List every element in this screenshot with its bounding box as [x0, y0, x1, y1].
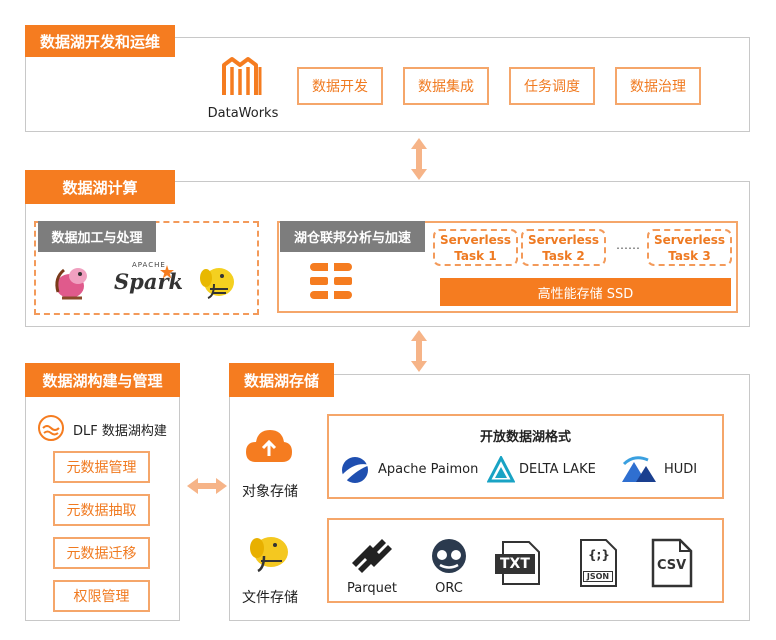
mgmt-item-permissions[interactable]: 权限管理 [53, 580, 150, 612]
orc-icon [432, 539, 466, 573]
dataworks-icon [222, 57, 262, 95]
file-storage-label: 文件存储 [242, 590, 298, 606]
json-label: JSON [583, 571, 613, 582]
json-glyph: {;} [588, 548, 610, 562]
spark-logo: APACHE Spark [108, 261, 184, 301]
file-formats-box [327, 518, 724, 603]
double-arrow-vertical-2 [411, 330, 427, 372]
serverless-task-3[interactable]: Serverless Task 3 [647, 229, 732, 266]
task-ellipsis: …… [616, 238, 640, 252]
file-storage-elephant-icon [250, 537, 288, 573]
serverless-task-1[interactable]: Serverless Task 1 [433, 229, 518, 266]
processing-title: 数据加工与处理 [38, 221, 156, 252]
csv-label: CSV [657, 558, 687, 573]
delta-lake-icon [487, 456, 515, 483]
devops-button-schedule[interactable]: 任务调度 [509, 67, 595, 105]
spark-label: Spark [114, 269, 184, 294]
management-title: 数据湖构建与管理 [25, 363, 180, 397]
mgmt-item-metadata-manage[interactable]: 元数据管理 [53, 451, 150, 483]
serverless-task-2-line2: Task 2 [542, 248, 585, 263]
serverless-task-2-line1: Serverless [527, 232, 600, 247]
federation-box [277, 221, 738, 313]
orc-label: ORC [435, 581, 463, 596]
txt-file-icon: TXT [495, 540, 547, 586]
paimon-icon [342, 457, 370, 483]
federation-title: 湖仓联邦分析与加速 [280, 221, 425, 252]
open-formats-title: 开放数据湖格式 [479, 430, 571, 445]
federation-engine-icon [310, 263, 352, 299]
open-formats-box [327, 414, 724, 499]
hadoop-elephant-icon [200, 268, 234, 299]
double-arrow-vertical-1 [411, 138, 427, 180]
csv-file-outline [651, 538, 693, 588]
storage-title: 数据湖存储 [229, 363, 334, 397]
object-storage-cloud-icon [246, 430, 292, 462]
mgmt-item-metadata-migrate[interactable]: 元数据迁移 [53, 537, 150, 569]
devops-button-govern[interactable]: 数据治理 [615, 67, 701, 105]
paimon-label: Apache Paimon [378, 462, 479, 477]
json-file-outline [580, 539, 617, 587]
dlf-label: DLF 数据湖构建 [73, 424, 167, 439]
object-storage-label: 对象存储 [242, 484, 298, 500]
mgmt-item-metadata-extract[interactable]: 元数据抽取 [53, 494, 150, 526]
dataworks-logo [220, 55, 264, 97]
json-file-icon: {;} JSON [578, 538, 620, 588]
serverless-task-2[interactable]: Serverless Task 2 [521, 229, 606, 266]
spark-small-label: APACHE [132, 261, 166, 269]
ssd-storage-bar: 高性能存储 SSD [440, 278, 731, 306]
delta-lake-label: DELTA LAKE [519, 462, 596, 477]
spark-star-icon [160, 265, 174, 279]
serverless-task-1-line2: Task 1 [454, 248, 497, 263]
compute-title: 数据湖计算 [25, 170, 175, 204]
txt-label: TXT [495, 554, 535, 574]
devops-button-develop[interactable]: 数据开发 [297, 67, 383, 105]
devops-button-integrate[interactable]: 数据集成 [403, 67, 489, 105]
flink-icon [55, 268, 87, 300]
dataworks-label: DataWorks [207, 106, 279, 121]
hudi-label: HUDI [664, 462, 698, 477]
devops-title: 数据湖开发和运维 [25, 25, 175, 57]
parquet-label: Parquet [347, 581, 397, 596]
double-arrow-horizontal [187, 478, 227, 494]
hudi-icon [622, 456, 656, 482]
serverless-task-3-line2: Task 3 [668, 248, 711, 263]
csv-file-icon: CSV [650, 538, 694, 588]
serverless-task-3-line1: Serverless [653, 232, 726, 247]
serverless-task-1-line1: Serverless [439, 232, 512, 247]
dlf-lake-icon [38, 415, 64, 441]
parquet-icon [352, 539, 392, 573]
